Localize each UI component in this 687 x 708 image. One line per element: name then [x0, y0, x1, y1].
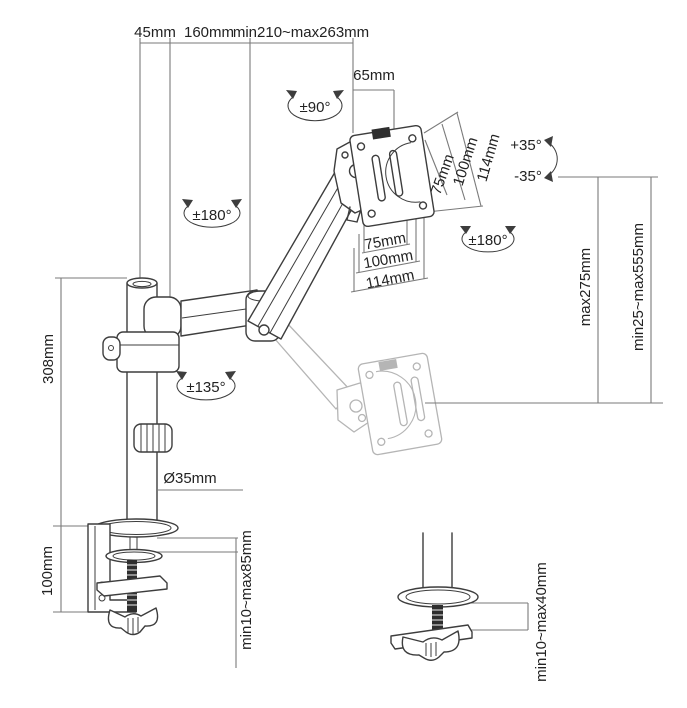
- tilt-arrow-icon: [545, 140, 558, 178]
- label-arm-rear: 160mm: [184, 24, 234, 41]
- pole-collar: [102, 331, 180, 373]
- label-rotate-vesa: ±180°: [468, 232, 507, 249]
- tension-lever: [102, 336, 121, 361]
- rotate-elbow-arrow-icon: [183, 205, 241, 228]
- label-grommet-range: min10~max40mm: [533, 562, 550, 682]
- label-lift-travel: max275mm: [577, 248, 594, 326]
- pole-knob: [133, 423, 173, 453]
- desk-clamp: [87, 518, 179, 636]
- rotation-arrows: [176, 90, 558, 401]
- label-head-offset: 65mm: [353, 67, 395, 84]
- label-pole-diameter: Ø35mm: [163, 470, 216, 487]
- label-clamp-body: 100mm: [39, 546, 56, 596]
- gas-spring-arm: [247, 166, 367, 340]
- label-clamp-range: min10~max85mm: [238, 530, 255, 650]
- rotate-vesa-arrow-icon: [461, 231, 515, 253]
- label-arm-reach: min210~max263mm: [233, 24, 369, 41]
- label-rotate-base: ±135°: [186, 379, 225, 396]
- label-pole-length: 308mm: [40, 334, 57, 384]
- rotate-base-arrow-icon: [176, 377, 236, 401]
- label-height-range: min25~max555mm: [630, 223, 647, 351]
- label-vesa-bottom-75: 75mm: [363, 230, 407, 254]
- grommet-mount: [390, 532, 479, 661]
- label-swivel-head: ±90°: [300, 99, 331, 116]
- label-top-offset: 45mm: [134, 24, 176, 41]
- quick-release-tab: [371, 126, 391, 140]
- swivel-arrow-icon: [287, 96, 343, 122]
- lower-arm: [143, 289, 265, 339]
- vesa-plate: [349, 124, 435, 228]
- label-rotate-elbow: ±180°: [192, 207, 231, 224]
- label-tilt-down: -35°: [514, 168, 542, 185]
- label-tilt-up: +35°: [510, 137, 541, 154]
- dimension-lines: [53, 38, 663, 668]
- vesa-plate-ghost: [357, 352, 443, 456]
